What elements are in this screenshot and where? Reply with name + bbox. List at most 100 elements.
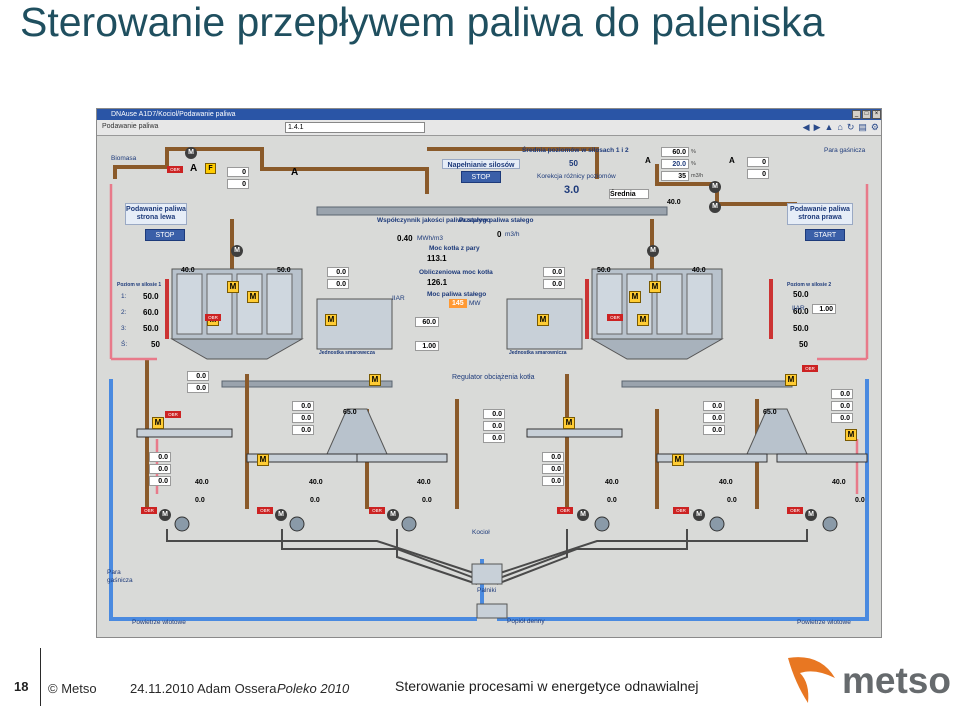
palniki-label: Palniki <box>477 587 497 594</box>
minimize-button[interactable]: _ <box>852 110 861 119</box>
pct-field-4: 0.0 <box>327 279 349 289</box>
motor-q-5[interactable]: M <box>537 314 549 326</box>
obr-tag-10: OBR <box>607 314 623 321</box>
flow-5: 0.0 <box>727 497 737 504</box>
ash-block <box>476 603 508 619</box>
motor-q-11[interactable]: M <box>152 417 164 429</box>
flow-6: 0.0 <box>855 497 865 504</box>
popiol-label: Popiół denny <box>507 618 545 625</box>
right-feed-box: Podawanie paliwa strona prawa <box>787 203 853 225</box>
motor-bottom-1[interactable]: M <box>159 509 171 521</box>
obr-tag-5: OBR <box>257 507 273 514</box>
flow-1: 0.0 <box>195 497 205 504</box>
motor-q-8[interactable]: M <box>637 314 649 326</box>
motor-top-left[interactable]: M <box>185 147 197 159</box>
conveyors <box>136 428 868 463</box>
slide-title: Sterowanie przepływem paliwa do palenisk… <box>20 0 825 45</box>
obr-tag-9: OBR <box>787 507 803 514</box>
motor-top-right-2[interactable]: M <box>709 201 721 213</box>
maximize-button[interactable]: □ <box>862 110 871 119</box>
moc-kotla-label: Moc kotła z pary <box>429 245 480 252</box>
pct-field-16: 0.0 <box>831 389 853 399</box>
arrow-right-icon[interactable]: ▶ <box>813 122 821 132</box>
wsp-value: 0.40 <box>397 234 413 243</box>
close-button[interactable]: × <box>872 110 881 119</box>
scada-screen: DNAuse A1D7/Kociol/Podawanie paliwa _ □ … <box>96 108 882 638</box>
motor-bottom-6[interactable]: M <box>805 509 817 521</box>
home-icon[interactable]: ⌂ <box>837 122 843 132</box>
motor-q-7[interactable]: M <box>649 281 661 293</box>
motor-q-13[interactable]: M <box>563 417 575 429</box>
motor-q-15[interactable]: M <box>845 429 857 441</box>
top-left-pct-1: 0 <box>227 167 249 177</box>
pct-field-6: 0.0 <box>543 279 565 289</box>
obr-tag-1: OBR <box>167 166 183 173</box>
silo-left-val-1: 50.0 <box>143 292 159 301</box>
motor-bottom-4[interactable]: M <box>577 509 589 521</box>
top-right-val-1: 60.0 <box>661 147 689 157</box>
obr-tag-6: OBR <box>369 507 385 514</box>
silo-left-val-2: 60.0 <box>143 308 159 317</box>
print-icon[interactable]: ▤ <box>858 122 867 132</box>
silo-right-val-2: 60.0 <box>793 307 809 316</box>
poziom-right-label: Poziom w silosie 2 <box>787 282 832 288</box>
moc-paliwa-value: 145 <box>452 300 464 307</box>
motor-left-silo[interactable]: M <box>231 245 243 257</box>
motor-bottom-3[interactable]: M <box>387 509 399 521</box>
burners-block <box>471 563 503 585</box>
napelnianie-box: Napełnianie silosów <box>442 159 520 169</box>
pct-field-9: 0.0 <box>292 425 314 435</box>
motor-q-1[interactable]: M <box>227 281 239 293</box>
motor-q-9[interactable]: M <box>369 374 381 386</box>
motor-q-6[interactable]: M <box>629 291 641 303</box>
pct-field-22: 0.0 <box>542 452 564 462</box>
settings-icon[interactable]: ⚙ <box>870 122 879 132</box>
obr-tag-3: OBR <box>165 411 181 418</box>
motor-bottom-5[interactable]: M <box>693 509 705 521</box>
f-box-top-left[interactable]: F <box>205 163 216 174</box>
footer-author: 24.11.2010 Adam Ossera <box>130 681 277 696</box>
right-start-button[interactable]: START <box>805 229 845 241</box>
biomasa-label: Biomasa <box>111 155 137 162</box>
temp-bottom-5: 40.0 <box>719 479 733 486</box>
bunker-right-val: 65.0 <box>763 409 777 416</box>
pct-field-1: 0.0 <box>187 371 209 381</box>
metso-logo-text: metso <box>842 660 951 701</box>
left-stop-button[interactable]: STOP <box>145 229 185 241</box>
breadcrumb: Podawanie paliwa <box>102 123 159 130</box>
motor-bottom-2[interactable]: M <box>275 509 287 521</box>
pct-field-19: 0.0 <box>149 452 171 462</box>
srednia-select[interactable]: Średnia <box>609 189 649 199</box>
top-right-unit-2: % <box>691 161 696 167</box>
footer-subject: Sterowanie procesami w energetyce odnawi… <box>395 678 699 694</box>
right-one-val: 1.00 <box>812 304 836 314</box>
motor-q-14[interactable]: M <box>672 454 684 466</box>
silo-left-row-3: 3: <box>121 325 127 332</box>
silo-left-row-2: 2: <box>121 309 127 316</box>
motor-q-2[interactable]: M <box>247 291 259 303</box>
metso-logo-icon <box>788 657 835 703</box>
powietrze-left-label: Powietrze wlotowe <box>132 619 186 626</box>
wsp-unit: MWh/m3 <box>417 235 443 242</box>
screen-id-field[interactable]: 1.4.1 <box>285 122 425 133</box>
motor-q-10[interactable]: M <box>785 374 797 386</box>
motor-right-silo[interactable]: M <box>647 245 659 257</box>
para-gasnicza-top-label: Para gaśnicza <box>824 147 866 154</box>
fuel-path-top-right <box>655 164 797 206</box>
left-steam-pipe <box>221 380 393 388</box>
motor-q-4[interactable]: M <box>325 314 337 326</box>
jednostka-left-label: Jednostka smarowecza <box>319 350 375 356</box>
arrow-left-icon[interactable]: ◀ <box>802 122 810 132</box>
footer-separator <box>40 648 41 706</box>
wsp-jakosci-label: Współczynnik jakości paliwa stałego <box>377 217 491 224</box>
silo-left-val-3: 50.0 <box>143 324 159 333</box>
pct-field-24: 0.0 <box>542 476 564 486</box>
refresh-icon[interactable]: ↻ <box>846 122 855 132</box>
mw-unit: MW <box>469 300 481 307</box>
napelnianie-stop-button[interactable]: STOP <box>461 171 501 183</box>
silo-level-bars <box>165 279 773 339</box>
pct-field-13: 0.0 <box>703 401 725 411</box>
motor-q-12[interactable]: M <box>257 454 269 466</box>
motor-top-right-1[interactable]: M <box>709 181 721 193</box>
up-icon[interactable]: ▲ <box>824 122 834 132</box>
